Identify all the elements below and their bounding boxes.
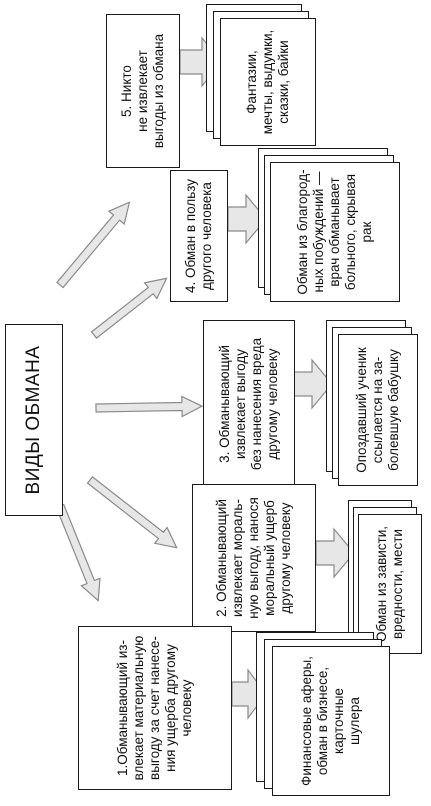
example-stack-4: Обман из благород- ных побуждений — врач… [258,148,418,308]
example-label-5: Фантазии, мечты, выдумки, сказки, байки [244,29,291,135]
arrow-center-to-cat2 [86,476,178,549]
category-label-5: 5. Никто не извлекает выгоды из обмана [119,33,166,149]
example-card-5: Фантазии, мечты, выдумки, сказки, байки [220,18,316,146]
category-label-3: 3. Обманывающий извлекает выгоду без нан… [217,337,280,471]
example-card-1: Финансовые аферы, обман в бизнесе, карто… [272,646,390,796]
example-label-4: Обман из благород- ных побуждений — врач… [295,169,374,295]
example-stack-5: Фантазии, мечты, выдумки, сказки, байки [206,4,426,154]
example-card-2: Обман из зависти, вредности, мести [358,514,422,654]
example-stack-2: Обман из зависти, вредности, мести [348,500,428,660]
category-box-3: 3. Обманывающий извлекает выгоду без нан… [203,320,295,488]
category-box-2: 2. Обманывающий извлекает мораль- ную вы… [192,484,316,632]
example-stack-1: Финансовые аферы, обман в бизнесе, карто… [256,632,426,802]
arrow-center-to-cat4 [90,277,168,339]
arrow-center-to-cat1 [55,503,101,602]
example-card-3: Опоздавший ученик ссылается на за- болев… [338,334,418,486]
example-label-3: Опоздавший ученик ссылается на за- болев… [354,347,401,473]
center-box: ВИДЫ ОБМАНА [5,324,63,516]
arrow-center-to-cat5 [56,201,131,289]
category-label-2: 2. Обманывающий извлекает мораль- ную вы… [214,497,293,619]
example-stack-3: Опоздавший ученик ссылается на за- болев… [326,320,426,490]
example-card-4: Обман из благород- ных побуждений — врач… [270,162,400,302]
arrow-center-to-cat3 [95,395,204,418]
center-label: ВИДЫ ОБМАНА [22,345,44,495]
category-label-4: 4. Обман в пользу другого человека [183,178,214,294]
category-box-4: 4. Обман в пользу другого человека [170,170,228,302]
category-box-5: 5. Никто не извлекает выгоды из обмана [106,14,180,168]
category-label-1: 1.Обманывающий из- влекает материальную … [115,635,194,781]
example-label-1: Финансовые аферы, обман в бизнесе, карто… [299,656,362,786]
category-box-1: 1.Обманывающий из- влекает материальную … [78,626,232,790]
